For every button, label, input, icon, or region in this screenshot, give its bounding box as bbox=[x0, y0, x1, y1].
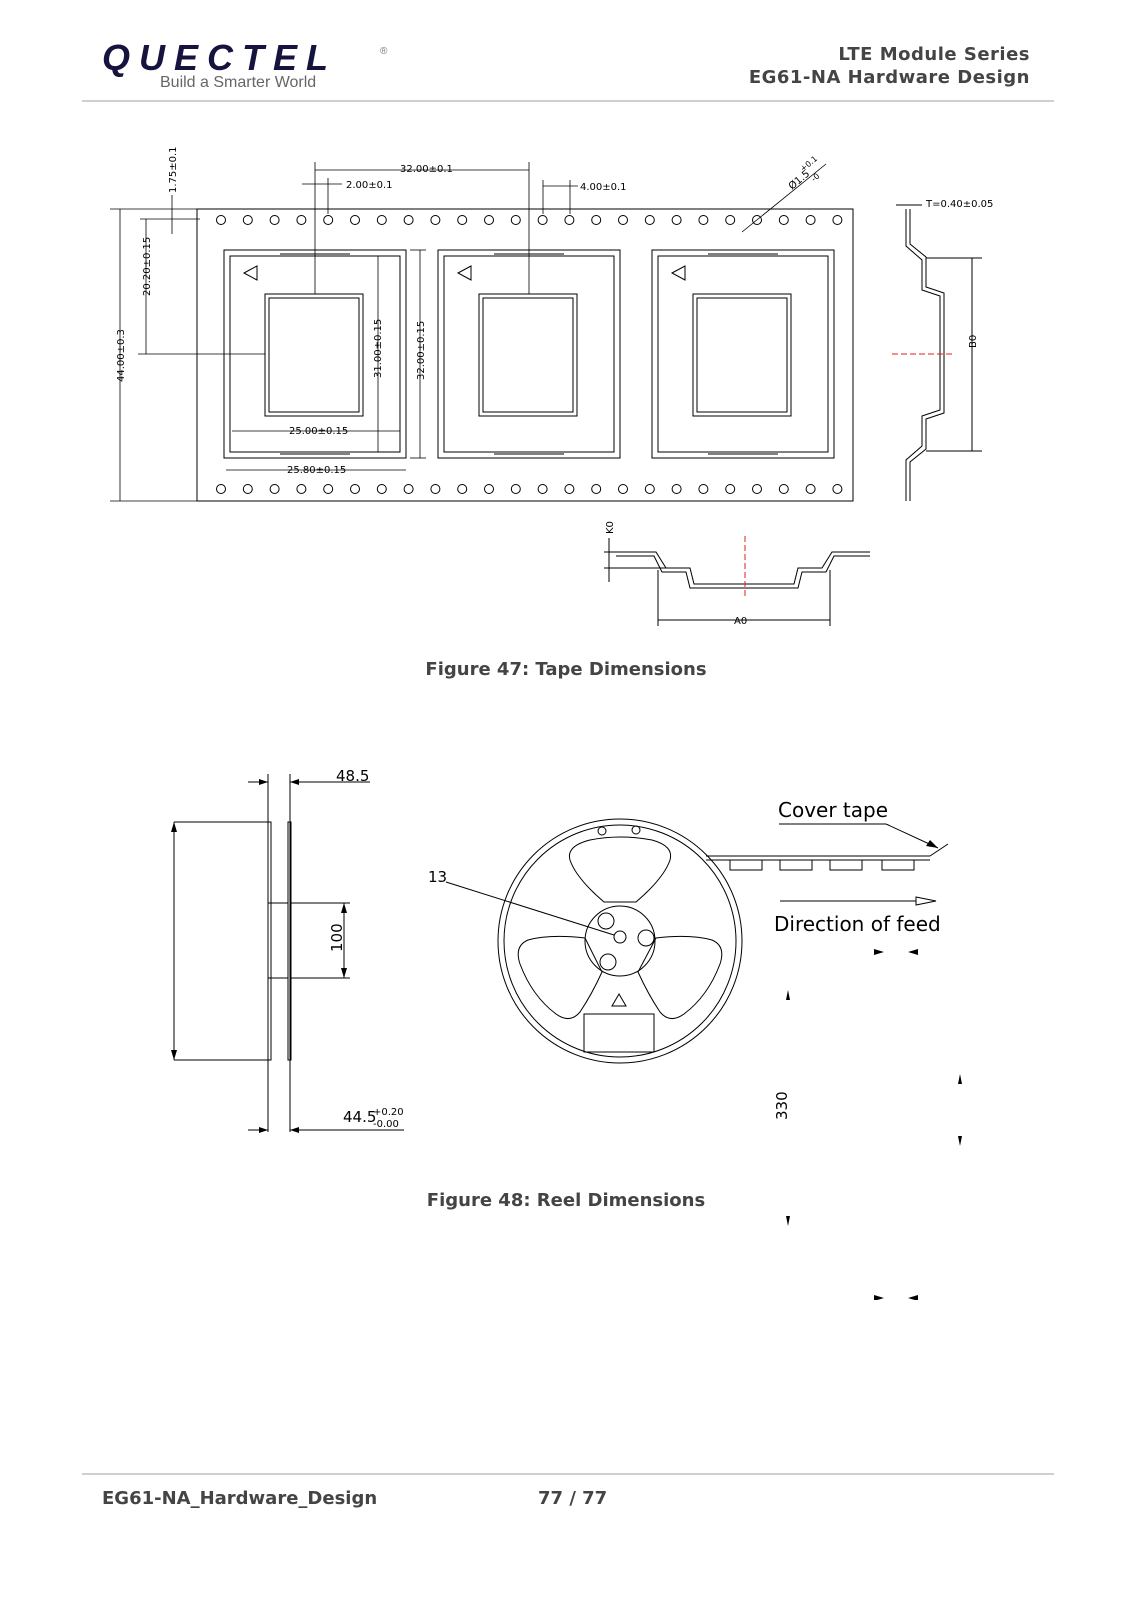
sprocket-hole bbox=[376, 215, 387, 225]
sprocket-hole bbox=[832, 484, 843, 494]
dim-thickness: T=0.40±0.05 bbox=[925, 199, 993, 210]
sprocket-hole bbox=[350, 484, 360, 494]
header-doc-title: EG61-NA Hardware Design bbox=[748, 67, 1030, 88]
dim-reel-width-tol-top: +0.20 bbox=[373, 1107, 404, 1118]
tape-pocket-3 bbox=[651, 249, 835, 459]
tape-dimensions-drawing: 32.00±0.1 2.00±0.1 4.00±0.1 Ø1.5 +0.1 -0… bbox=[110, 146, 993, 627]
sprocket-hole bbox=[350, 215, 360, 225]
sprocket-hole bbox=[671, 484, 682, 494]
sprocket-hole bbox=[269, 484, 280, 494]
dim-hole-dia-tol-top: +0.1 bbox=[799, 154, 820, 173]
footer-doc-name: EG61-NA_Hardware_Design bbox=[102, 1488, 378, 1509]
dim-cavity-a: 25.00±0.15 bbox=[289, 426, 348, 437]
sprocket-hole bbox=[698, 215, 709, 225]
sprocket-hole bbox=[725, 484, 736, 494]
sprocket-hole bbox=[296, 484, 307, 494]
tape-side-section bbox=[896, 204, 982, 501]
sprocket-hole bbox=[457, 484, 468, 494]
logo-tagline: Build a Smarter World bbox=[160, 74, 317, 91]
reel-dimensions-drawing: 48.5 100 44.5 +0.20 -0.00 13 330 Cover t… bbox=[171, 767, 962, 1300]
sprocket-hole bbox=[591, 484, 602, 494]
header-rule bbox=[82, 100, 1054, 102]
sprocket-hole bbox=[484, 215, 494, 225]
dim-k0: K0 bbox=[605, 521, 616, 534]
sprocket-hole bbox=[778, 484, 789, 494]
sprocket-hole bbox=[323, 484, 334, 494]
sprocket-hole bbox=[564, 215, 575, 225]
header-series: LTE Module Series bbox=[838, 44, 1030, 65]
dim-reel-width-inner: 44.5 bbox=[343, 1108, 376, 1126]
sprocket-hole bbox=[269, 215, 280, 225]
sprocket-hole bbox=[591, 215, 602, 225]
orientation-triangle-icon bbox=[670, 265, 686, 281]
sprocket-holes bbox=[216, 215, 843, 494]
sprocket-hole bbox=[510, 215, 521, 225]
dim-reel-width-tol-bottom: -0.00 bbox=[373, 1119, 399, 1130]
sprocket-hole bbox=[403, 484, 414, 494]
sprocket-hole bbox=[216, 215, 226, 225]
sprocket-hole bbox=[403, 215, 414, 225]
dim-hole-diameter: Ø1.5 bbox=[786, 168, 812, 192]
sprocket-hole bbox=[537, 484, 548, 494]
dimension-arrowheads bbox=[171, 779, 962, 1300]
dim-hub-diameter: 100 bbox=[328, 923, 346, 952]
tape-outline bbox=[196, 208, 854, 502]
footer-page-number: 77 / 77 bbox=[538, 1488, 608, 1509]
reel-side-view bbox=[173, 774, 404, 1132]
dim-hole-offset: 2.00±0.1 bbox=[346, 180, 393, 191]
sprocket-hole bbox=[242, 484, 253, 494]
sprocket-hole bbox=[484, 484, 494, 494]
dim-pocket-pitch: 32.00±0.1 bbox=[400, 164, 453, 175]
registered-mark: ® bbox=[380, 46, 388, 57]
label-direction-of-feed: Direction of feed bbox=[774, 912, 941, 936]
footer-rule bbox=[82, 1473, 1054, 1475]
sprocket-hole bbox=[430, 484, 441, 494]
dim-reel-width-outer: 48.5 bbox=[336, 767, 369, 785]
sprocket-hole bbox=[778, 215, 789, 225]
sprocket-hole bbox=[296, 215, 307, 225]
sprocket-hole bbox=[644, 215, 655, 225]
sprocket-hole bbox=[564, 484, 575, 494]
sprocket-hole bbox=[430, 215, 441, 225]
sprocket-hole bbox=[323, 215, 334, 225]
reel-front-view bbox=[445, 818, 949, 1064]
sprocket-hole bbox=[805, 215, 816, 225]
quectel-logo: QUECTEL bbox=[102, 37, 338, 78]
sprocket-hole bbox=[457, 215, 468, 225]
dim-b0: B0 bbox=[968, 335, 979, 348]
dim-tape-width: 44.00±0.3 bbox=[116, 329, 127, 382]
dim-reel-diameter: 330 bbox=[773, 1091, 791, 1120]
sprocket-hole bbox=[725, 215, 736, 225]
dim-edge: 1.75±0.1 bbox=[168, 146, 179, 193]
orientation-triangle-icon bbox=[456, 265, 472, 281]
dim-hole-dia-tol-bottom: -0 bbox=[810, 172, 822, 184]
sprocket-hole bbox=[376, 484, 387, 494]
orientation-triangle-icon bbox=[242, 265, 258, 281]
dim-cavity-h1: 31.00±0.15 bbox=[373, 319, 384, 378]
figure-47-caption: Figure 47: Tape Dimensions bbox=[425, 659, 707, 680]
sprocket-hole bbox=[805, 484, 816, 494]
dim-hole-pitch: 4.00±0.1 bbox=[580, 182, 627, 193]
figure-48-caption: Figure 48: Reel Dimensions bbox=[426, 1190, 706, 1211]
sprocket-hole bbox=[618, 215, 628, 225]
dim-cavity-h2: 32.00±0.15 bbox=[416, 321, 427, 380]
sprocket-hole bbox=[618, 484, 628, 494]
sprocket-hole bbox=[537, 215, 548, 225]
sprocket-hole bbox=[644, 484, 655, 494]
sprocket-hole bbox=[752, 484, 762, 494]
dim-cavity-b: 25.80±0.15 bbox=[287, 465, 346, 476]
sprocket-hole bbox=[832, 215, 843, 225]
sprocket-hole bbox=[216, 484, 226, 494]
label-cover-tape: Cover tape bbox=[778, 798, 888, 822]
sprocket-hole bbox=[242, 215, 253, 225]
sprocket-hole bbox=[510, 484, 521, 494]
sprocket-hole bbox=[671, 215, 682, 225]
dim-a0: A0 bbox=[734, 616, 747, 627]
sprocket-hole bbox=[752, 215, 762, 225]
dim-bore: 13 bbox=[428, 868, 447, 886]
tape-bottom-section bbox=[604, 538, 870, 626]
recycle-icon bbox=[611, 993, 627, 1007]
sprocket-hole bbox=[698, 484, 709, 494]
dim-center: 20.20±0.15 bbox=[142, 237, 153, 296]
